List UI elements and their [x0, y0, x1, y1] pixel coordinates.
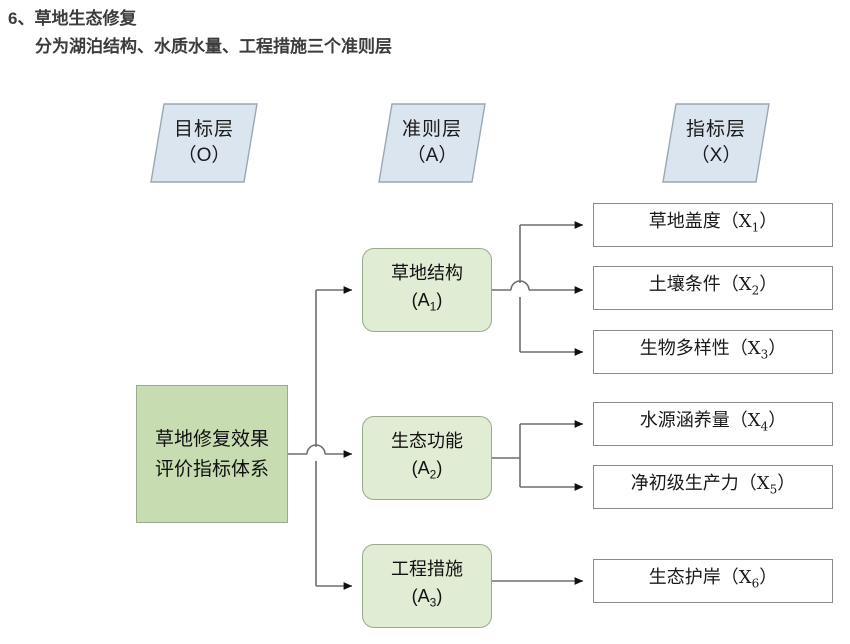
indicator-node-x4[interactable]: 水源涵养量（X4） — [593, 402, 833, 446]
layer-label-name: 指标层 — [685, 119, 746, 140]
layer-label-text: 指标层 （X） — [662, 103, 770, 183]
parallelogram-shape — [150, 103, 258, 183]
indicator-node-x3[interactable]: 生物多样性（X3） — [593, 330, 833, 374]
layer-label-name: 目标层 — [173, 119, 234, 140]
indicator-node-label: 水源涵养量（X4） — [639, 410, 787, 434]
goal-node-label: 草地修复效果评价指标体系 — [154, 428, 269, 480]
layer-label-text: 准则层 （A） — [378, 103, 486, 183]
indicator-node-x1[interactable]: 草地盖度（X1） — [593, 203, 833, 247]
layer-label-code: （X） — [690, 145, 742, 166]
parallelogram-shape — [662, 103, 770, 183]
criterion-node-code: (A1) — [411, 289, 443, 314]
layer-label-name: 准则层 — [401, 119, 462, 140]
indicator-node-x2[interactable]: 土壤条件（X2） — [593, 266, 833, 310]
criterion-node-code: (A2) — [411, 457, 443, 482]
criterion-node-label: 工程措施 — [391, 558, 463, 580]
layer-label-code: （O） — [177, 145, 231, 166]
indicator-node-label: 生态护岸（X6） — [648, 567, 778, 591]
heading-line-1: 6、草地生态修复 — [8, 9, 137, 28]
layer-label-indicator: 指标层 （X） — [662, 103, 770, 183]
layer-label-goal: 目标层 （O） — [150, 103, 258, 183]
indicator-node-x5[interactable]: 净初级生产力（X5） — [593, 465, 833, 509]
criterion-node-a1[interactable]: 草地结构 (A1) — [362, 248, 492, 332]
indicator-node-label: 生物多样性（X3） — [639, 338, 787, 362]
criterion-node-label: 草地结构 — [391, 262, 463, 284]
layer-label-criterion: 准则层 （A） — [378, 103, 486, 183]
layer-label-text: 目标层 （O） — [150, 103, 258, 183]
indicator-node-label: 土壤条件（X2） — [648, 274, 778, 298]
indicator-node-label: 草地盖度（X1） — [648, 211, 778, 235]
criterion-node-label: 生态功能 — [391, 430, 463, 452]
parallelogram-shape — [378, 103, 486, 183]
goal-node[interactable]: 草地修复效果评价指标体系 — [136, 385, 288, 523]
indicator-node-label: 净初级生产力（X5） — [630, 473, 796, 497]
criterion-node-a2[interactable]: 生态功能 (A2) — [362, 416, 492, 500]
layer-label-code: （A） — [406, 145, 458, 166]
criterion-node-code: (A3) — [411, 585, 443, 610]
criterion-node-a3[interactable]: 工程措施 (A3) — [362, 544, 492, 628]
indicator-node-x6[interactable]: 生态护岸（X6） — [593, 559, 833, 603]
heading-line-2: 分为湖泊结构、水质水量、工程措施三个准则层 — [35, 37, 392, 56]
